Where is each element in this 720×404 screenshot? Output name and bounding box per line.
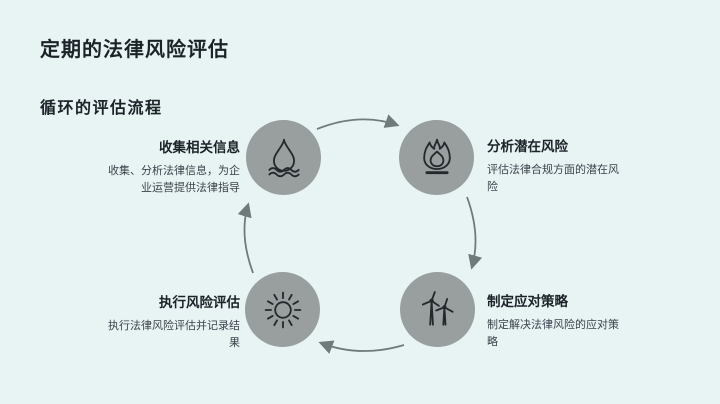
flame-icon bbox=[422, 138, 451, 174]
node-execute-desc: 执行法律风险评估并记录结果 bbox=[108, 320, 240, 350]
node-strategy-title: 制定应对策略 bbox=[487, 294, 568, 309]
node-analyze: 分析潜在风险 评估法律合规方面的潜在风险 bbox=[487, 135, 621, 196]
node-collect-title: 收集相关信息 bbox=[159, 140, 240, 155]
node-circle-execute bbox=[245, 272, 320, 347]
arrow-right bbox=[466, 196, 483, 270]
node-execute: 执行风险评估 执行法律风险评估并记录结果 bbox=[106, 291, 240, 352]
node-analyze-desc: 评估法律合规方面的潜在风险 bbox=[487, 164, 619, 194]
arrow-bottom bbox=[318, 340, 405, 354]
node-execute-title: 执行风险评估 bbox=[159, 295, 240, 310]
node-circle-collect bbox=[246, 120, 321, 195]
page-title: 定期的法律风险评估 bbox=[40, 39, 229, 61]
node-circle-analyze bbox=[399, 120, 474, 195]
node-strategy-desc: 制定解决法律风险的应对策略 bbox=[487, 319, 619, 349]
node-circle-strategy bbox=[400, 272, 475, 347]
node-collect: 收集相关信息 收集、分析法律信息，为企业运营提供法律指导 bbox=[106, 136, 240, 197]
arrow-left bbox=[237, 202, 254, 274]
sun-icon bbox=[264, 291, 301, 328]
arrow-top bbox=[316, 114, 400, 130]
node-analyze-title: 分析潜在风险 bbox=[487, 139, 568, 154]
water-drop-icon bbox=[267, 138, 300, 177]
node-strategy: 制定应对策略 制定解决法律风险的应对策略 bbox=[487, 290, 621, 351]
section-subtitle: 循环的评估流程 bbox=[40, 100, 163, 117]
node-collect-desc: 收集、分析法律信息，为企业运营提供法律指导 bbox=[108, 165, 240, 195]
wind-turbine-icon bbox=[421, 290, 454, 326]
